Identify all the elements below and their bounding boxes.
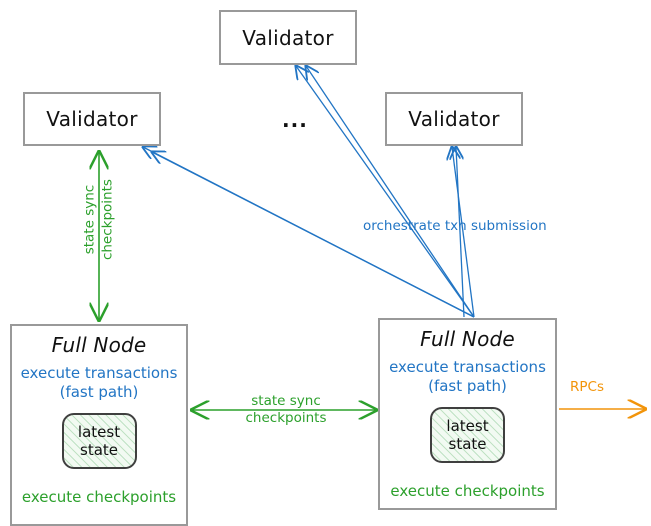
node-validator-top[interactable]: Validator <box>219 10 357 65</box>
node-validator-right[interactable]: Validator <box>385 92 523 146</box>
fullnode-right-subtitle: execute transactions (fast path) <box>389 358 546 396</box>
node-validator-left[interactable]: Validator <box>23 92 161 146</box>
validator-top-label: Validator <box>242 25 334 50</box>
fullnode-right-latest-state-box: latest state <box>430 406 505 463</box>
state-sync-horizontal-line1: state sync <box>251 393 321 409</box>
node-fullnode-right[interactable]: Full Node execute transactions (fast pat… <box>378 318 557 510</box>
validators-ellipsis: ... <box>282 108 308 132</box>
fullnode-left-latest-state-box: latest state <box>61 412 137 469</box>
fullnode-left-footer: execute checkpoints <box>21 487 177 506</box>
edge-label-rpcs: RPCs <box>570 379 604 395</box>
fullnode-left-state-line1: latest <box>77 422 121 441</box>
state-sync-vertical-line1: state sync <box>81 184 98 255</box>
fullnode-left-subtitle-line2: (fast path) <box>59 382 139 401</box>
node-fullnode-left[interactable]: Full Node execute transactions (fast pat… <box>10 324 188 526</box>
fullnode-right-title: Full Node <box>420 327 515 351</box>
fullnode-left-subtitle: execute transactions (fast path) <box>21 364 178 402</box>
fullnode-right-state-line2: state <box>448 434 487 453</box>
fullnode-left-state-line2: state <box>80 440 118 459</box>
fullnode-left-subtitle-line1: execute transactions <box>20 364 178 382</box>
edge-label-state-sync-vertical: state sync checkpoints <box>81 140 116 300</box>
edge-label-state-sync-horizontal: state sync checkpoints <box>231 393 341 427</box>
edge-label-orchestrate: orchestrate txn submission <box>363 218 547 234</box>
fullnode-right-footer: execute checkpoints <box>390 481 545 500</box>
validator-left-label: Validator <box>46 107 138 131</box>
fullnode-right-state-line1: latest <box>446 416 489 435</box>
state-sync-horizontal-line2: checkpoints <box>245 409 327 426</box>
fullnode-right-subtitle-line1: execute transactions <box>389 358 546 376</box>
state-sync-vertical-line2: checkpoints <box>99 179 115 261</box>
fullnode-right-subtitle-line2: (fast path) <box>428 376 507 395</box>
fullnode-left-title: Full Node <box>51 333 147 357</box>
validator-right-label: Validator <box>408 107 500 131</box>
